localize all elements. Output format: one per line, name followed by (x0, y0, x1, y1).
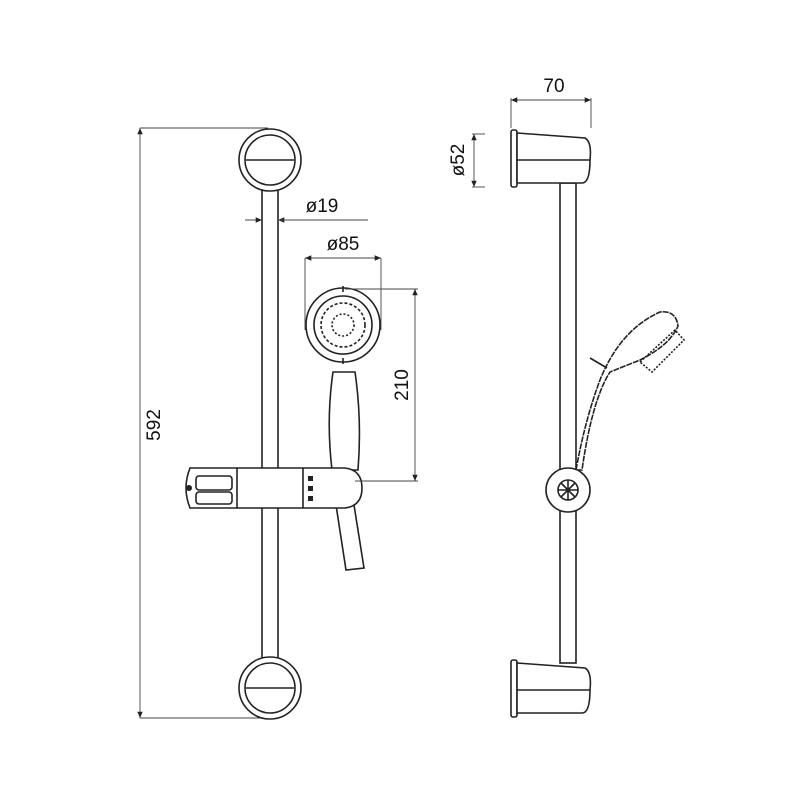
dimension-total-height: 592 (137, 127, 268, 719)
side-bottom-bracket (510, 659, 592, 718)
dimension-bracket-diameter: ø52 (448, 133, 485, 188)
side-view: 70 ø52 (448, 76, 686, 718)
slider-holder (185, 467, 363, 509)
side-slider-joint (545, 467, 591, 513)
dimension-head-diameter: ø85 (304, 234, 382, 330)
label-o85: ø85 (327, 234, 360, 255)
bottom-wall-bracket (238, 656, 302, 720)
front-view: 592 ø19 ø85 (137, 127, 418, 720)
dimension-rail-diameter: ø19 (245, 196, 368, 223)
handset-handle (328, 371, 361, 471)
label-70: 70 (543, 76, 564, 97)
label-592: 592 (144, 409, 165, 441)
side-rail (559, 182, 577, 664)
label-o19: ø19 (306, 196, 339, 217)
label-210: 210 (392, 369, 413, 401)
label-o52: ø52 (448, 144, 469, 177)
hose (335, 504, 365, 571)
side-handset (575, 310, 686, 471)
dimension-head-to-slider: 210 (345, 288, 418, 482)
shower-head (305, 286, 381, 364)
side-top-bracket (510, 129, 592, 188)
dimension-bracket-depth: 70 (510, 76, 592, 128)
rail (261, 184, 279, 666)
top-wall-bracket (238, 128, 302, 192)
